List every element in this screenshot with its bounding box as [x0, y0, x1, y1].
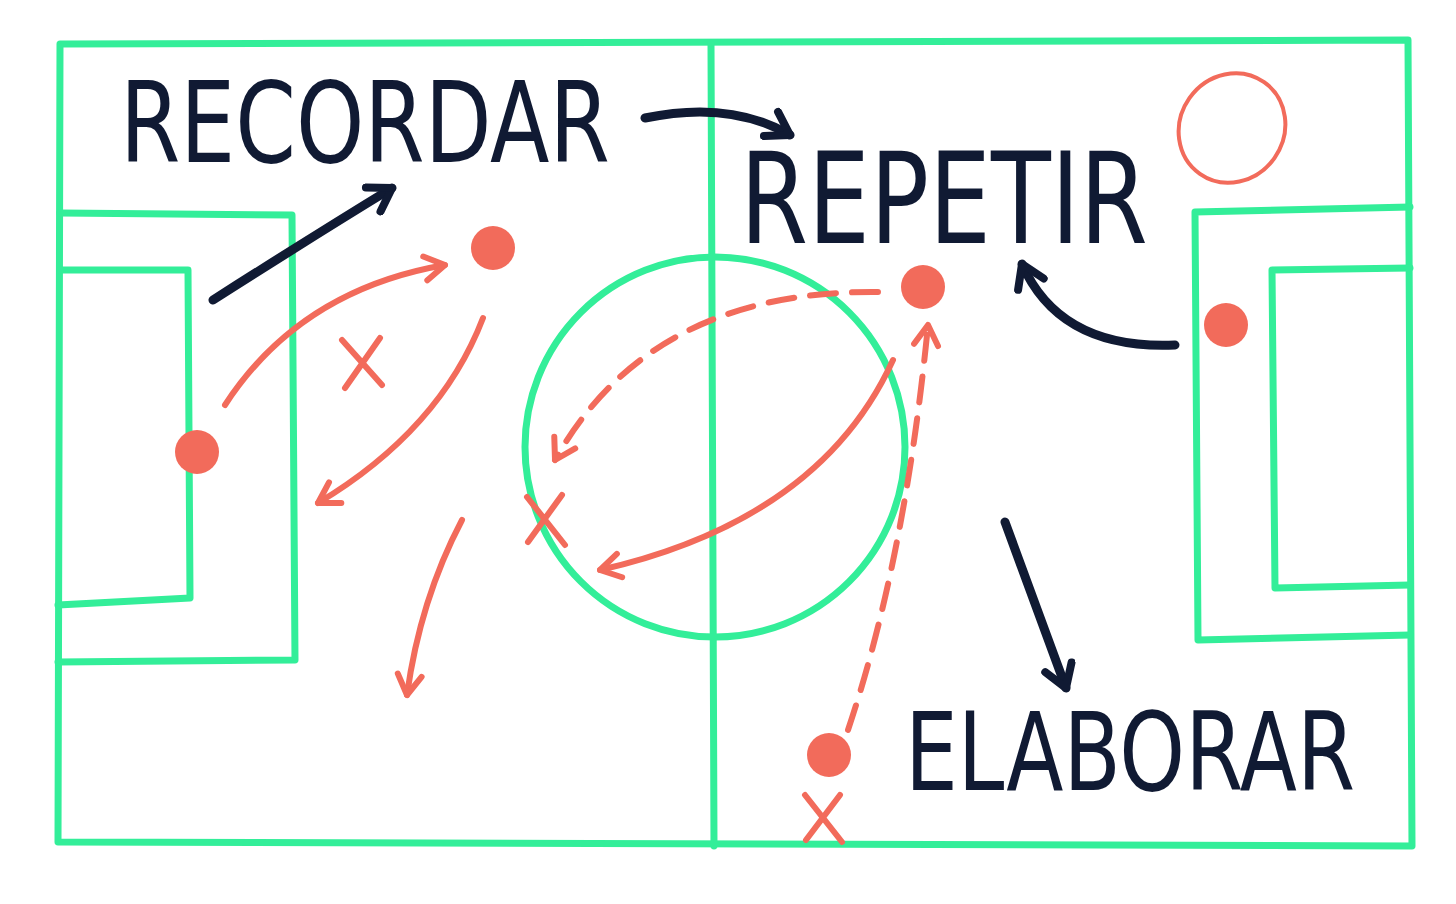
player-dot [1204, 303, 1248, 347]
concept-arrow [1022, 264, 1175, 345]
player-dot [175, 430, 219, 474]
concept-arrows [213, 112, 1175, 688]
ball-circle [1157, 52, 1306, 203]
pass-arrow [318, 318, 483, 503]
dashed-run-arrow [555, 292, 878, 460]
concept-label: ELABORAR [905, 700, 1355, 809]
player-runs [225, 265, 928, 730]
goal-area [1272, 268, 1410, 588]
players [175, 226, 1248, 777]
opponent-cross [342, 338, 382, 388]
concept-arrow [645, 112, 790, 135]
opponent-cross [805, 795, 842, 842]
pass-arrow [600, 360, 893, 570]
penalty-area [1195, 207, 1410, 640]
penalty-area [58, 213, 295, 662]
opponents [342, 338, 842, 842]
centre-circle [525, 257, 905, 637]
concept-arrow [1005, 522, 1066, 688]
pass-arrow [225, 265, 445, 405]
goal-area [58, 270, 190, 605]
concept-label: RECORDAR [120, 67, 610, 180]
concept-arrow [213, 188, 392, 300]
halfway-line [711, 44, 714, 846]
opponent-cross [527, 495, 565, 545]
pitch-outline [58, 40, 1412, 846]
dashed-run-arrow [848, 325, 928, 730]
pitch-lines [58, 40, 1412, 846]
player-dot [901, 265, 945, 309]
player-dot [471, 226, 515, 270]
concept-label: REPETIR [740, 135, 1148, 262]
player-dot [807, 733, 851, 777]
run-arrow [407, 520, 462, 695]
